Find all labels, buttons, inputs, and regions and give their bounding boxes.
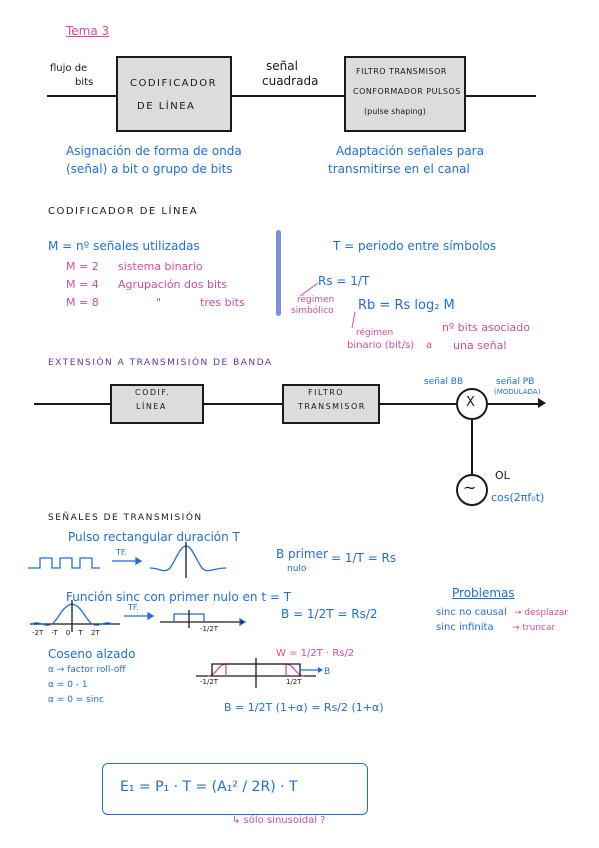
energy-formula-frame [102,763,368,815]
problem-1-fix: → desplazar [514,608,569,618]
cos-tick-right: 1/2T [286,678,302,686]
sinc-title: Función sinc con primer nulo en t = T [66,590,292,604]
m8-desc: tres bits [200,296,245,309]
bandwidth-w-label: W = 1/2T · Rs/2 [276,648,355,659]
energy-note: ↳ sólo sinusoidal ? [232,815,326,826]
multiplier-circle [456,388,488,420]
alpha-range: α = 0 - 1 [48,680,88,690]
b-pulse-2: nulo [287,564,307,574]
square-signal-label-2: cuadrada [262,74,319,88]
codificador-heading: CODIFICADOR DE LÍNEA [48,206,199,217]
rb-note-1: régimen [356,328,394,338]
column-divider [276,230,281,316]
pulse-train-sketch [28,542,227,578]
ext-filter-label-2: TRANSMISOR [298,402,366,411]
filter-note-2: transmitirse en el canal [328,162,470,176]
raised-cosine-title: Coseno alzado [48,647,136,661]
ext-encoder-label-2: LÍNEA [136,402,167,411]
b-pulse-1: B primer [276,547,328,561]
bandwidth-b-label: B [324,667,331,677]
rb-note-a: a [426,340,433,351]
alpha-def: α → factor roll-off [48,665,126,675]
ext-encoder-label-1: CODIF. [135,388,171,397]
ext-filter-box [282,384,380,424]
pb-output-arrow [538,398,546,408]
tx-filter-label-3: (pulse shaping) [364,107,426,116]
tf-label-1: TF. [116,548,127,557]
cos-tick-left: -1/2T [200,678,219,686]
line-encoder-label-2: DE LÍNEA [137,101,196,112]
ext-pb-line [488,403,538,405]
sinc-time-sketch [30,600,247,632]
multiply-symbol: X [466,395,475,410]
problem-2: sinc infinita [436,622,494,633]
senales-heading: SEÑALES DE TRANSMISIÓN [48,513,203,523]
oscillator-icon: ~ [463,478,477,497]
square-signal-label-1: señal [266,59,298,73]
modulated-label: (MODULADA) [494,388,541,396]
tx-filter-box [344,56,466,132]
ext-middle-line [204,403,282,405]
lo-line [471,420,473,474]
input-label-2: bits [75,77,94,88]
m8-quote: " [156,296,162,309]
problem-2-fix: → truncar [512,623,556,633]
bb-signal-label: señal BB [424,377,464,387]
tf-label-2: TF. [128,603,139,612]
raised-cosine-sketch [196,658,323,688]
problem-1: sinc no causal [436,607,507,618]
b-sinc-eq: B = 1/2T = Rs/2 [281,607,378,621]
encoder-note-1: Asignación de forma de onda [66,144,242,158]
input-line [47,95,117,97]
output-line [466,95,536,97]
topic-title: Tema 3 [66,24,110,38]
pb-signal-label: señal PB [496,377,535,387]
rs-note-1: régimen [297,295,335,305]
bits-note-2: una señal [453,339,507,352]
tx-filter-label-1: FILTRO TRANSMISOR [356,67,447,76]
carrier-label: cos(2πf₀t) [491,491,545,504]
extension-heading: EXTENSIÓN A TRANSMISIÓN DE BANDA [48,358,273,368]
ext-filter-label-1: FILTRO [308,388,345,397]
tx-filter-label-2: CONFORMADOR PULSOS [353,87,461,96]
m2-desc: sistema binario [118,260,203,273]
sinc-freq-tick: -1/2T [200,625,219,633]
rb-note-2: binario (bit/s) [347,340,415,351]
b-cosine-eq: B = 1/2T (1+α) = Rs/2 (1+α) [224,701,384,714]
rs-note-arrow [299,282,356,329]
rb-formula: Rb = Rs log₂ M [358,298,455,313]
filter-note-1: Adaptación señales para [336,144,484,158]
alpha-zero: α = 0 = sinc [48,695,105,705]
m-definition: M = nº señales utilizadas [48,239,200,253]
encoder-note-2: (señal) a bit o grupo de bits [66,162,233,176]
ol-label: OL [495,469,510,482]
oscillator-circle [456,474,488,506]
ext-input-line [34,403,110,405]
energy-formula: E₁ = P₁ · T = (A₁² / 2R) · T [120,779,298,795]
sinc-time-ticks: -2T -T 0 T 2T [32,629,100,637]
m8-label: M = 8 [66,296,99,309]
m2-label: M = 2 [66,260,99,273]
problems-title: Problemas [452,586,515,600]
m4-label: M = 4 [66,278,99,291]
ext-bb-line [380,403,456,405]
bits-note-1: nº bits asociado [442,321,530,334]
rs-formula: Rs = 1/T [318,274,370,288]
input-label-1: flujo de [50,63,88,74]
line-encoder-label-1: CODIFICADOR [130,78,218,89]
pulse-title: Pulso rectangular duración T [68,530,240,544]
b-pulse-eq: = 1/T = Rs [331,551,397,565]
middle-line [232,95,344,97]
rs-note-2: simbólico [291,306,334,316]
line-encoder-box [116,56,232,132]
ext-encoder-box [110,384,204,424]
m4-desc: Agrupación dos bits [118,278,228,291]
t-definition: T = periodo entre símbolos [333,239,497,253]
